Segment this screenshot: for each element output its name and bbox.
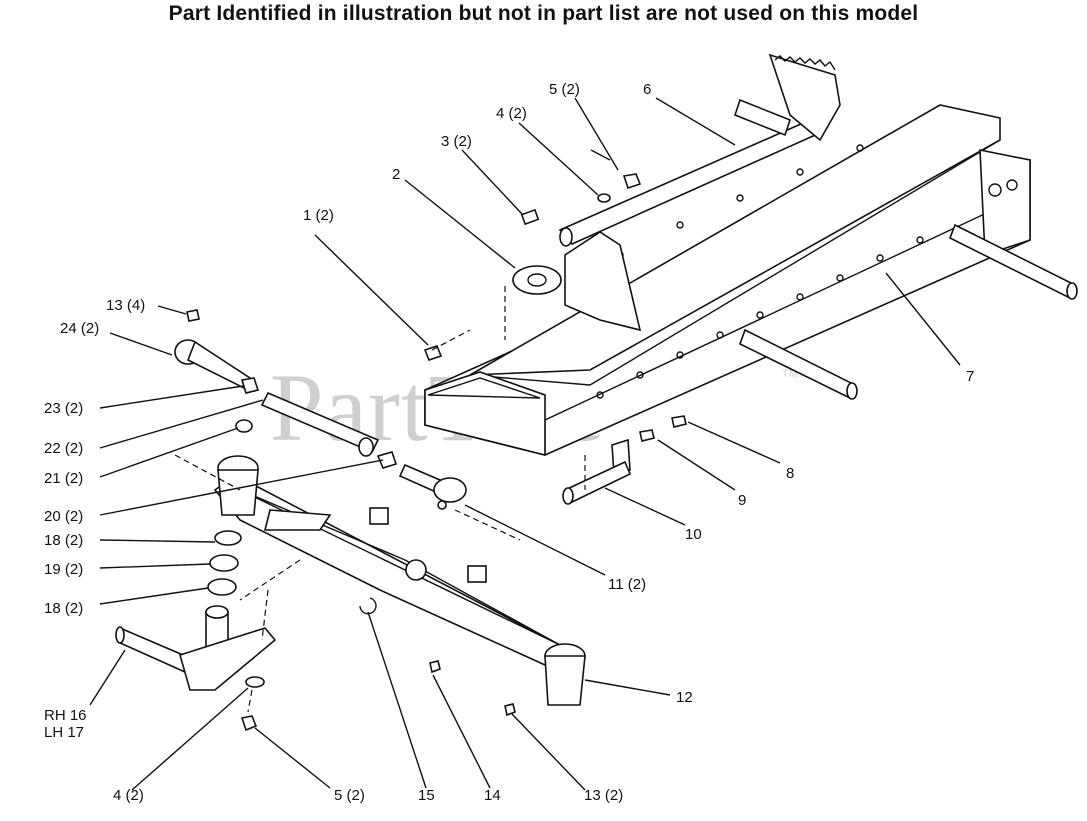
callout-18-bottom: 18 (2) xyxy=(44,600,84,617)
callout-9: 9 xyxy=(738,492,747,509)
callout-15: 15 xyxy=(418,787,435,804)
front-axle xyxy=(213,455,586,706)
callout-10: 10 xyxy=(685,526,702,543)
callout-12: 12 xyxy=(676,689,693,706)
callout-5-top: 5 (2) xyxy=(549,81,580,98)
callout-7: 7 xyxy=(966,368,975,385)
bracket xyxy=(512,231,642,332)
hardware-top xyxy=(423,149,642,361)
callout-13-bottom: 13 (2) xyxy=(584,787,624,804)
callout-18-top: 18 (2) xyxy=(44,532,84,549)
leader-lines xyxy=(89,97,961,791)
callout-23: 23 (2) xyxy=(44,400,84,417)
callout-24: 24 (2) xyxy=(60,320,100,337)
callout-1: 1 (2) xyxy=(303,207,334,224)
callout-4-top: 4 (2) xyxy=(496,105,527,122)
callout-16-rh: RH 16 xyxy=(44,707,87,724)
rail-holes xyxy=(596,144,924,399)
callout-17-lh: LH 17 xyxy=(44,724,85,741)
callout-21: 21 (2) xyxy=(44,470,84,487)
callout-8: 8 xyxy=(786,465,795,482)
callout-20: 20 (2) xyxy=(44,508,84,525)
callout-3: 3 (2) xyxy=(441,133,472,150)
steering-shaft xyxy=(558,53,841,247)
assembly-guide-lines xyxy=(174,286,586,713)
callout-22: 22 (2) xyxy=(44,440,84,457)
washers-stack xyxy=(207,530,242,596)
callout-5-bottom: 5 (2) xyxy=(334,787,365,804)
callout-6: 6 xyxy=(643,81,652,98)
callout-14: 14 xyxy=(484,787,501,804)
diagram-header-note: Part Identified in illustration but not … xyxy=(168,2,919,25)
spindle xyxy=(115,605,277,732)
callout-11: 11 (2) xyxy=(608,576,647,593)
tie-rod xyxy=(174,309,467,510)
hardware-bottom xyxy=(359,415,687,717)
callout-2: 2 xyxy=(392,166,401,183)
callout-4-bottom: 4 (2) xyxy=(113,787,144,804)
callout-19: 19 (2) xyxy=(44,561,84,578)
callout-13-top: 13 (4) xyxy=(106,297,146,314)
